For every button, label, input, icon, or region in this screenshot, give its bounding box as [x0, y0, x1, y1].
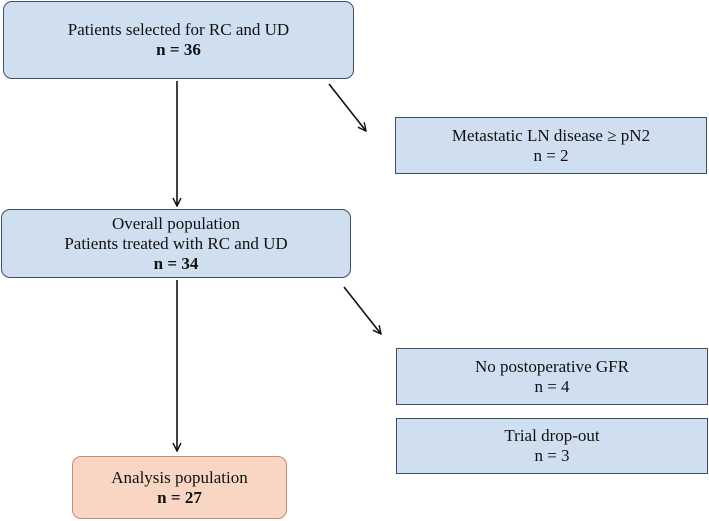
dropout-label: Trial drop-out [504, 426, 600, 445]
selected-patients-box: Patients selected for RC and UD n = 36 [3, 1, 354, 79]
selected-patients-count: n = 36 [156, 40, 201, 59]
metastatic-ln-label: Metastatic LN disease ≥ pN2 [451, 125, 651, 145]
arrow-selected-to-metastatic-exclusion [328, 83, 366, 131]
overall-population-count: n = 34 [153, 253, 199, 273]
analysis-population-label: Analysis population [111, 467, 248, 487]
analysis-population-box: Analysis population n = 27 [72, 456, 287, 519]
arrow-overall-to-exclusions [343, 286, 381, 334]
trial-dropout-box: Trial drop-out n = 3 [396, 418, 708, 474]
selected-patients-label: Patients selected for RC and UD [67, 20, 290, 39]
overall-population-label: Overall population [112, 213, 240, 233]
overall-population-box: Overall population Patients treated with… [1, 209, 351, 278]
dropout-count: n = 3 [534, 446, 570, 465]
no-gfr-count: n = 4 [534, 376, 570, 396]
no-postoperative-gfr-box: No postoperative GFR n = 4 [396, 348, 708, 405]
metastatic-ln-exclusion-box: Metastatic LN disease ≥ pN2 n = 2 [395, 117, 707, 174]
analysis-population-count: n = 27 [157, 487, 202, 507]
overall-population-sublabel: Patients treated with RC and UD [64, 233, 288, 253]
no-gfr-label: No postoperative GFR [475, 356, 629, 376]
metastatic-ln-count: n = 2 [533, 145, 569, 165]
